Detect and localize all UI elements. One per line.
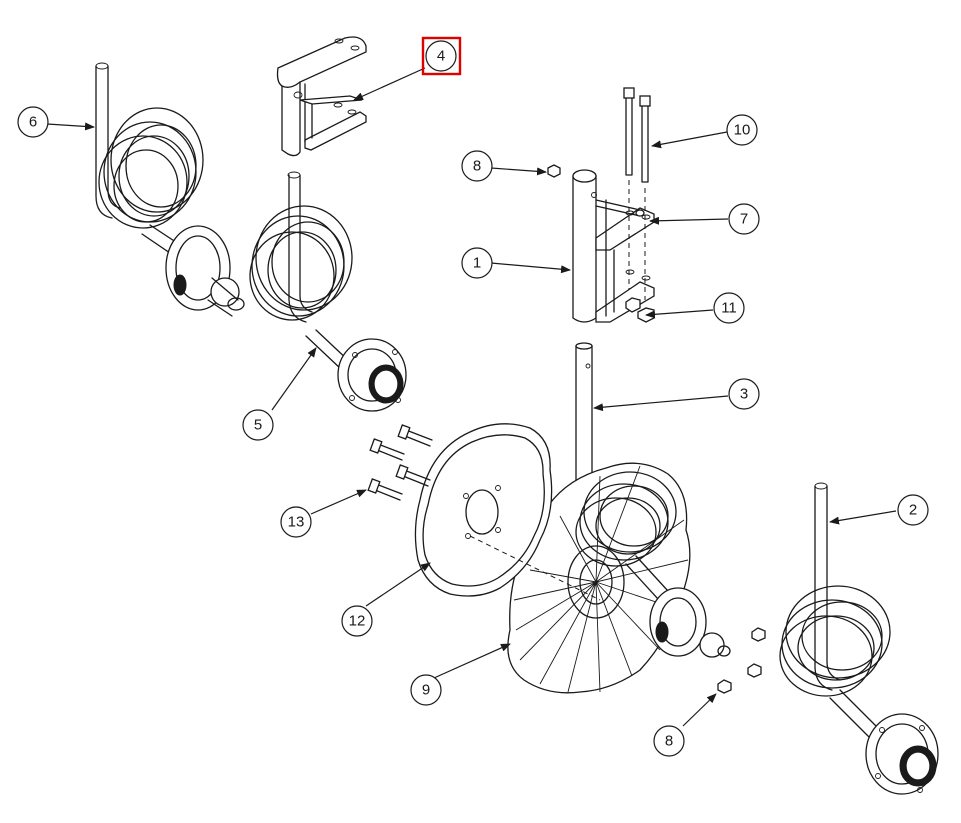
balloon-8-top: 8	[461, 150, 493, 182]
leader-lines	[46, 67, 897, 727]
svg-text:12: 12	[349, 613, 366, 630]
part-6-spring-arm	[95, 62, 245, 317]
svg-text:6: 6	[29, 114, 37, 131]
svg-text:2: 2	[909, 502, 917, 519]
svg-text:9: 9	[422, 682, 430, 699]
svg-text:4: 4	[437, 48, 445, 65]
part-11-bolts	[623, 87, 651, 300]
svg-text:5: 5	[254, 417, 262, 434]
svg-text:11: 11	[721, 300, 737, 317]
svg-text:13: 13	[288, 514, 305, 531]
balloon-6: 6	[17, 106, 49, 138]
part-10-scalloped-disc	[414, 423, 601, 601]
balloon-7: 7	[728, 203, 760, 235]
balloon-1: 1	[461, 247, 493, 279]
balloon-9: 9	[410, 674, 442, 706]
balloon-8-bottom: 8	[653, 725, 685, 757]
part-2-spring-arm	[779, 482, 939, 795]
part-5-spring-arm	[249, 171, 407, 412]
center-spring-arm	[575, 471, 731, 658]
balloon-13: 13	[280, 506, 312, 538]
svg-text:1: 1	[473, 255, 481, 272]
part-8-nut-top	[547, 164, 561, 178]
part-1-mount	[572, 169, 655, 323]
svg-text:8: 8	[665, 733, 673, 750]
part-7-pin	[595, 199, 645, 217]
part-13-bolts	[367, 424, 433, 501]
balloon-10: 12	[341, 605, 373, 637]
balloon-11: 10	[726, 114, 758, 146]
svg-text:7: 7	[740, 211, 748, 228]
svg-text:8: 8	[473, 158, 481, 175]
balloon-2: 2	[897, 494, 929, 526]
svg-text:3: 3	[740, 386, 748, 403]
balloon-4-highlight	[421, 36, 462, 76]
balloon-5: 5	[242, 409, 274, 441]
balloon-3: 3	[728, 378, 760, 410]
svg-text:10: 10	[734, 122, 751, 139]
balloon-4: 4	[421, 36, 462, 76]
part-8-nuts-bottom	[717, 627, 766, 694]
balloon-12: 11	[713, 292, 745, 324]
part-9-disc	[507, 462, 691, 694]
part-4-bracket	[276, 36, 367, 157]
part-12-nuts	[625, 297, 655, 323]
